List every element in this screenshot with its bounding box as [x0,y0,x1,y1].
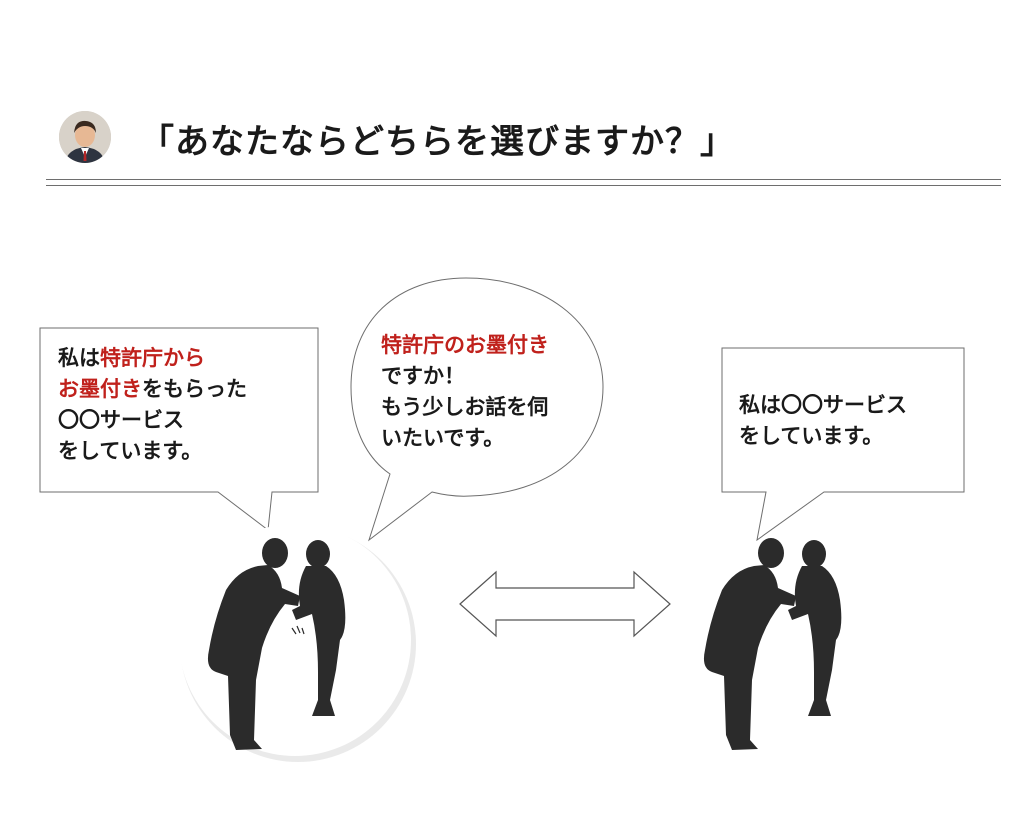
left-callout-text: 私は特許庁から お墨付きをもらった 〇〇サービス をしています。 [58,343,247,467]
middle-speech-bubble [350,277,604,542]
left-line4: をしています。 [58,439,203,463]
middle-line1-highlight: 特許庁のお墨付き [381,333,549,357]
middle-bubble-text: 特許庁のお墨付き ですか！ もう少しお話を伺 いたいです。 [381,330,549,454]
page-title: 「あなたならどちらを選びますか？」 [140,122,735,162]
title-divider-bottom [46,185,1001,186]
middle-line2: ですか！ [381,364,465,388]
left-line2-highlight: お墨付き [58,377,142,401]
left-bowing-silhouette [207,538,346,750]
right-line2: をしています。 [739,424,884,448]
right-callout-box [721,347,965,542]
right-line1: 私は〇〇サービス [739,393,907,417]
left-callout-box [39,327,319,531]
left-line1-highlight: 特許庁から [100,346,205,370]
double-arrow-icon [459,570,671,638]
presenter-avatar-icon [59,111,111,163]
left-line2-plain: をもらった [142,377,247,401]
presenter-avatar [59,111,111,163]
left-line1-plain: 私は [58,346,100,370]
title-divider-top [46,179,1001,180]
right-callout-text: 私は〇〇サービス をしています。 [739,390,907,452]
middle-line4: いたいです。 [381,426,505,450]
card-exchange-mark [291,625,305,635]
middle-line3: もう少しお話を伺 [381,395,549,419]
left-line3: 〇〇サービス [58,408,184,432]
right-bowing-silhouette [703,538,842,750]
